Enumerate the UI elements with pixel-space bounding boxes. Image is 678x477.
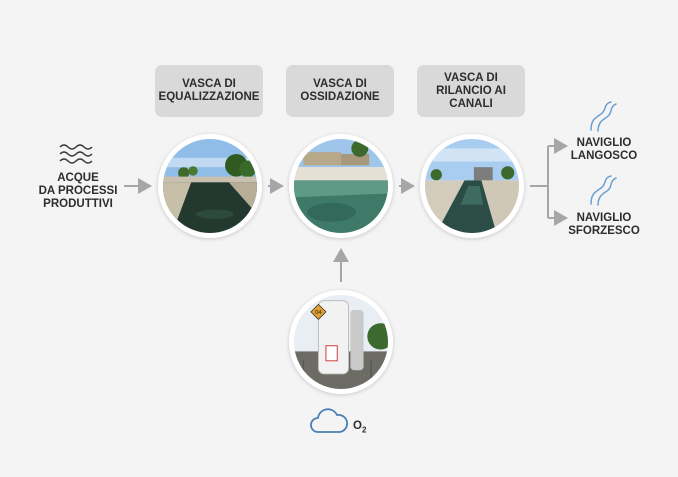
river-icon — [590, 101, 617, 132]
photo-oxygen-tank: 04 — [289, 290, 393, 394]
arrow-split-to-outputs — [530, 138, 568, 226]
photo-oxidation-tank — [289, 134, 393, 238]
output-label-sforzesco: NAVIGLIO SFORZESCO — [568, 212, 640, 237]
tank-marker: 04 — [315, 310, 321, 316]
photo-relaunch-tank — [420, 134, 524, 238]
river-icon — [590, 175, 617, 206]
input-label: ACQUE DA PROCESSI PRODUTTIVI — [38, 172, 118, 210]
waves-icon — [59, 144, 93, 164]
photo-equalization-tank — [158, 134, 262, 238]
oxygen-label: O2 — [353, 420, 367, 435]
output-label-langosco: NAVIGLIO LANGOSCO — [570, 137, 638, 162]
cloud-icon — [310, 408, 348, 433]
